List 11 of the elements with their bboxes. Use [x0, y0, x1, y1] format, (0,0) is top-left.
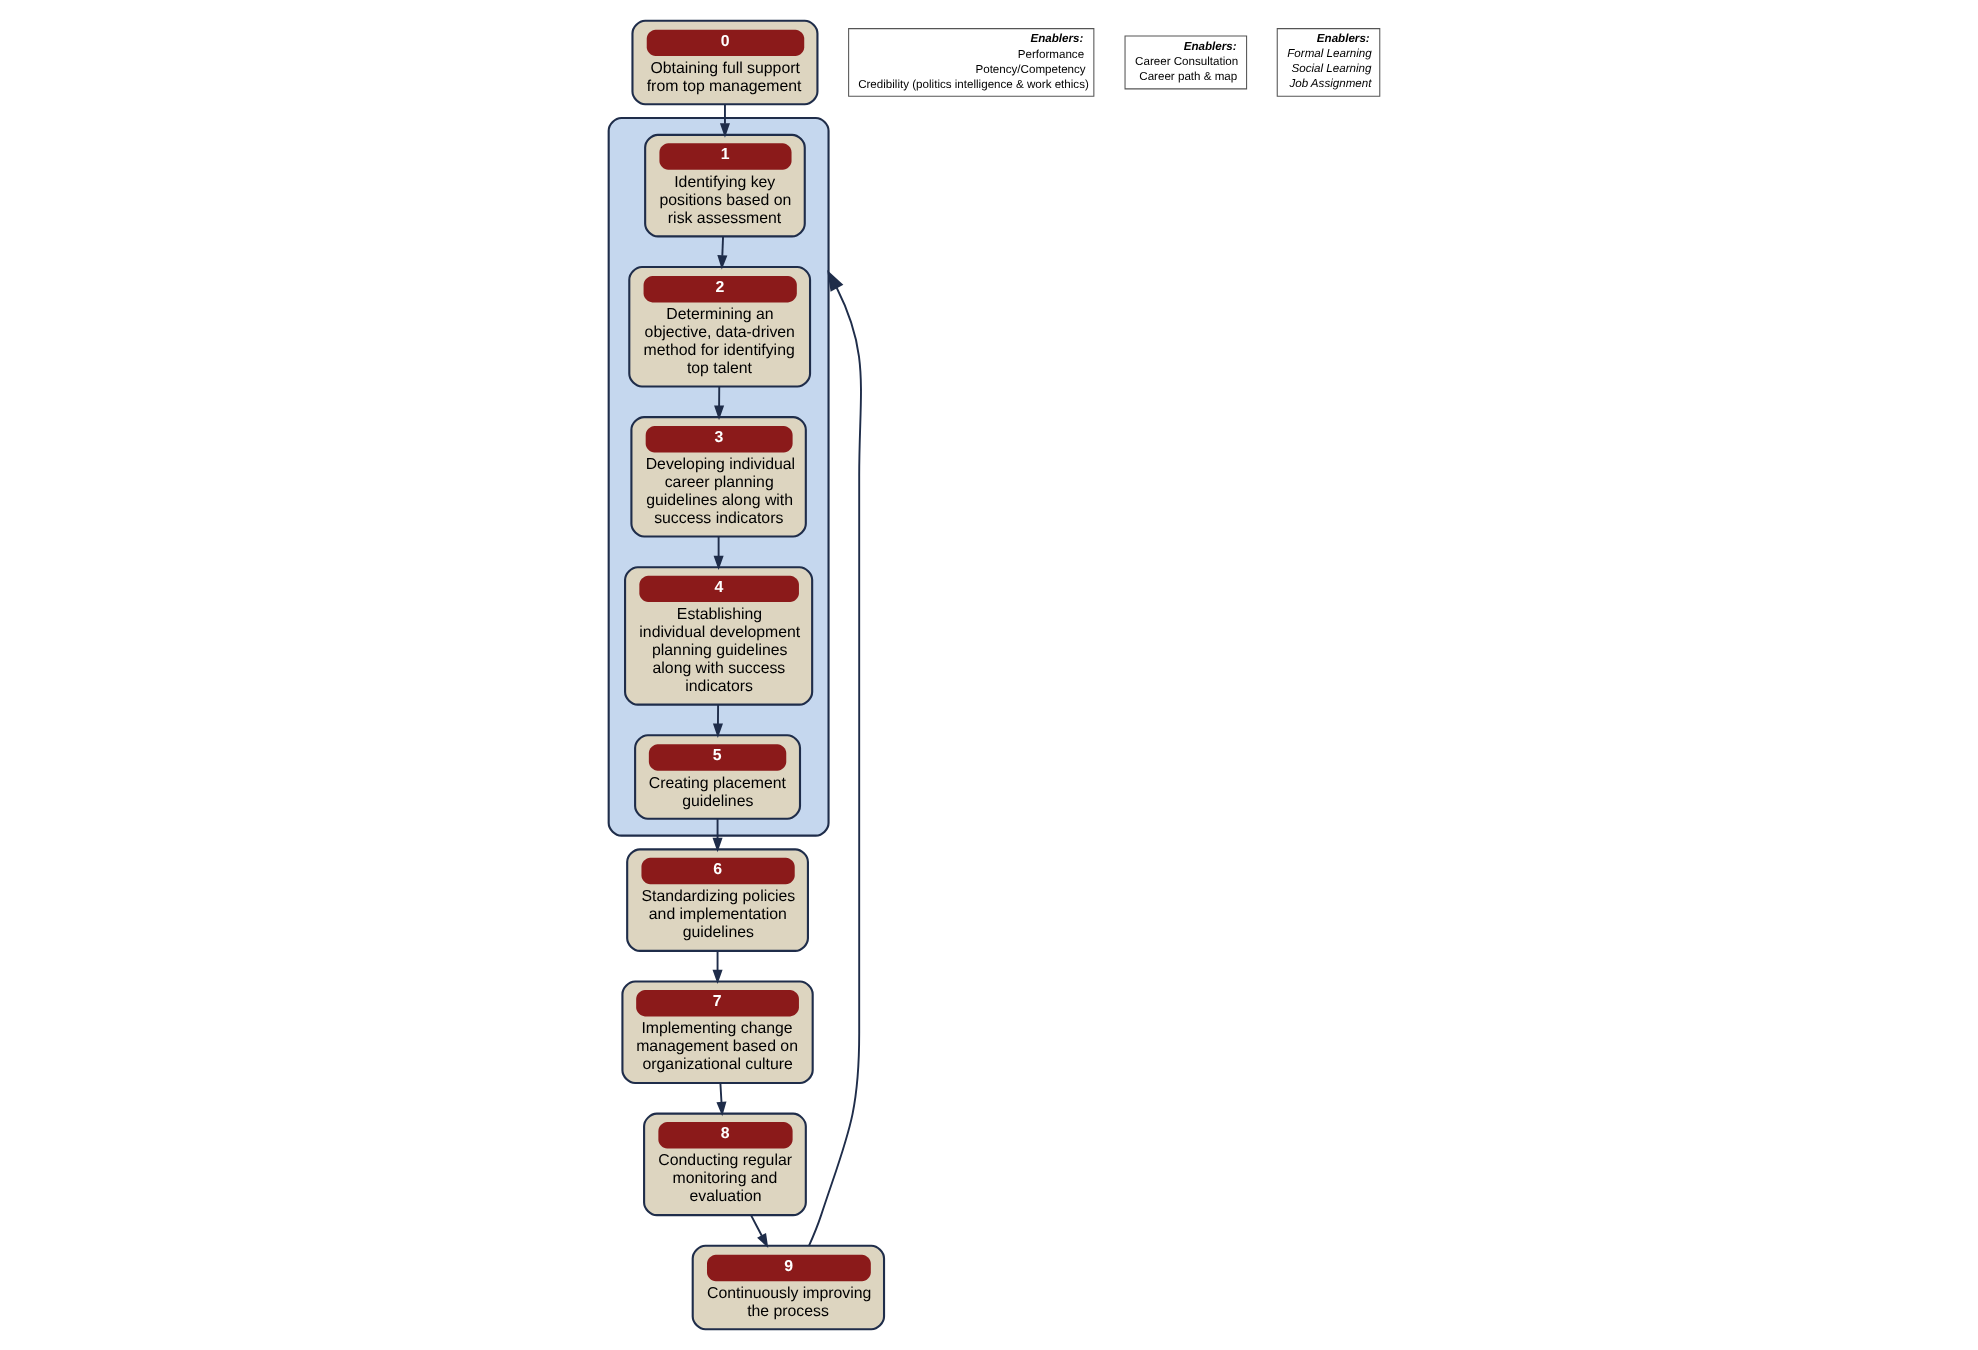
arrow [715, 1082, 726, 1117]
arrow [716, 235, 727, 270]
arrow [712, 535, 723, 571]
arrow [718, 103, 729, 138]
arrow [807, 269, 861, 1247]
arrow [713, 385, 724, 420]
arrow [711, 818, 722, 853]
cluster [606, 116, 829, 837]
arrow [749, 1214, 768, 1249]
arrow [711, 950, 722, 985]
arrow [711, 703, 722, 738]
